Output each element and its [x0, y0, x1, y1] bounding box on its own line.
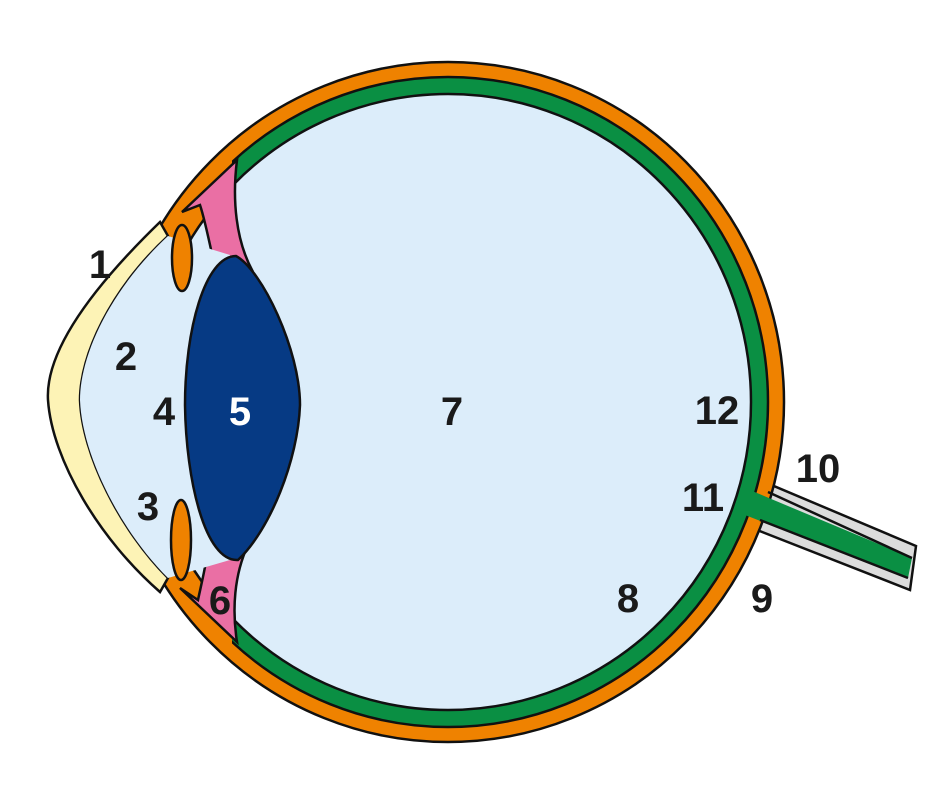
- label-5: 5: [229, 390, 251, 434]
- label-9: 9: [751, 577, 773, 621]
- label-1: 1: [89, 243, 111, 287]
- label-11: 11: [682, 476, 724, 520]
- label-8: 8: [617, 577, 639, 621]
- iris-top: [170, 223, 194, 293]
- label-7: 7: [441, 390, 463, 434]
- label-4: 4: [153, 390, 176, 434]
- label-10: 10: [796, 447, 841, 491]
- label-12: 12: [695, 389, 740, 433]
- label-2: 2: [115, 335, 137, 379]
- label-6: 6: [209, 579, 231, 623]
- optic-nerve-edge-bottom: [759, 518, 909, 580]
- label-3: 3: [137, 485, 159, 529]
- optic-nerve: [745, 488, 912, 578]
- optic-nerve-edge-top: [767, 490, 913, 560]
- iris-bottom: [169, 498, 193, 582]
- lens: [183, 254, 302, 562]
